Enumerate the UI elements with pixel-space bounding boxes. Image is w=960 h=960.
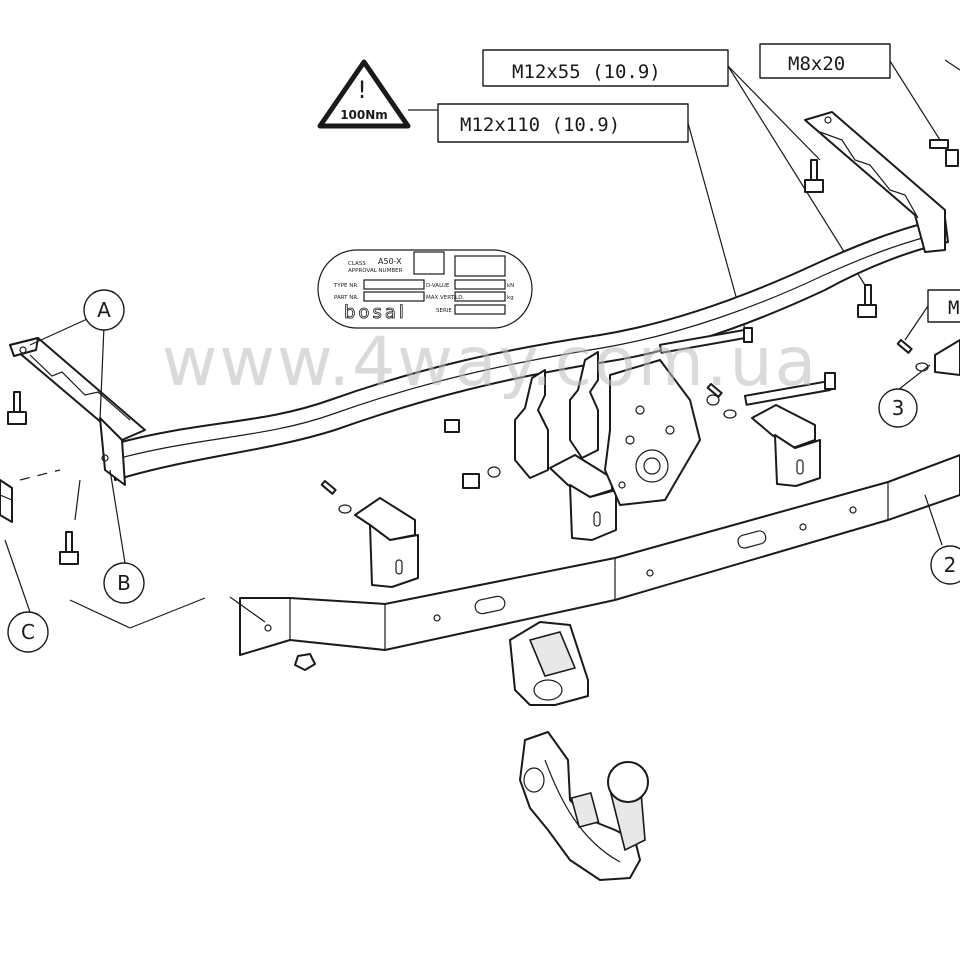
torque-warning-triangle: ! 100Nm [317, 59, 438, 129]
bracket-2 [549, 454, 617, 541]
plate-serie-label: SERIE [436, 308, 452, 314]
bolt-right-2 [857, 284, 877, 318]
marker-a: A [83, 289, 125, 331]
callout-m12x55: M12x55 (10.9) [482, 49, 869, 291]
bolt-right-1 [804, 159, 824, 193]
plate-class-value: A50-X [378, 257, 402, 266]
right-side-bracket [934, 339, 960, 376]
callout-m-cut: M [904, 289, 960, 341]
plate-dvalue-label: D-VALUE [426, 283, 450, 289]
marker-b: B [103, 562, 145, 604]
bolt-m8-right [929, 139, 959, 167]
bracket-1 [354, 497, 419, 588]
plate-brand-logo: bosal [344, 302, 407, 323]
plate-type-label: TYPE NR. [333, 283, 359, 289]
bolt-left-1 [7, 391, 27, 425]
right-end-bracket [804, 111, 946, 253]
center-mount-plate [514, 351, 701, 506]
plate-part-label: PART NR. [334, 295, 359, 301]
callout-m12x110: M12x110 (10.9) [437, 103, 749, 341]
torque-value: 100Nm [340, 108, 388, 122]
type-plate: CLASS A50-X APPROVAL NUMBER TYPE NR. PAR… [317, 249, 533, 329]
marker-2-label: 2 [944, 553, 957, 577]
long-bolt-upper [658, 327, 753, 354]
callout-m12x110-text: M12x110 (10.9) [460, 114, 620, 136]
plate-approval-label: APPROVAL NUMBER [348, 268, 403, 274]
plate-mass-label: MAX.VERT.LD. [426, 295, 464, 301]
marker-a-label: A [97, 298, 111, 322]
bolt-left-2 [59, 531, 79, 565]
main-crossbar [109, 217, 949, 481]
plate-class-label: CLASS [348, 261, 366, 267]
callout-m-cut-text: M [948, 297, 959, 319]
tow-ball-neck [519, 731, 649, 881]
marker-b-label: B [117, 571, 131, 595]
plate-mass-unit: kg [507, 295, 514, 301]
long-bolt-lower [743, 372, 836, 406]
callout-m8x20-text: M8x20 [788, 53, 845, 75]
tow-ball-socket [509, 621, 589, 706]
watermark: www.4way.com.ua [162, 323, 819, 402]
marker-c-label: C [21, 620, 35, 644]
callout-m12x55-text: M12x55 (10.9) [512, 61, 661, 83]
left-side-bracket [0, 479, 13, 523]
left-end-bracket [9, 337, 146, 486]
plate-dvalue-unit: kN [507, 283, 514, 289]
marker-2: 2 [930, 545, 960, 585]
callout-m8x20: M8x20 [759, 43, 960, 141]
small-bolts [294, 338, 929, 671]
warning-exclamation: ! [357, 76, 367, 104]
marker-c: C [7, 611, 49, 653]
lower-beam [239, 454, 960, 656]
marker-3: 3 [878, 388, 918, 428]
bracket-3 [751, 404, 821, 487]
marker-3-label: 3 [892, 396, 905, 420]
marker-leaders [4, 314, 943, 629]
